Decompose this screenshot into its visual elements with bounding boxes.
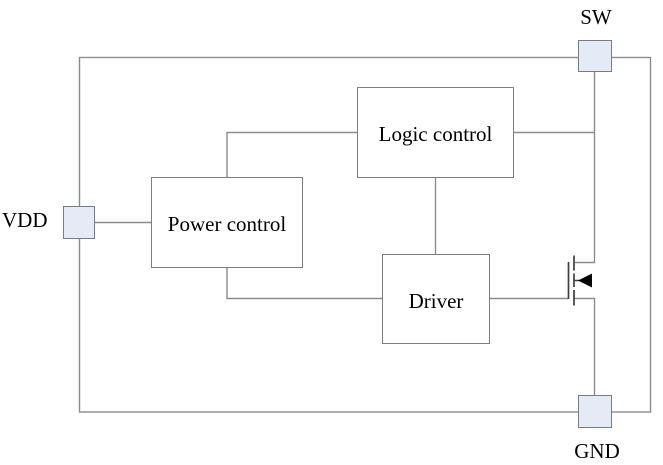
label-gnd: GND — [574, 439, 620, 463]
block-driver-label: Driver — [408, 288, 464, 313]
block-power-control: Power control — [151, 177, 303, 268]
block-driver: Driver — [382, 254, 490, 344]
pad-gnd — [578, 395, 612, 428]
mosfet-body-arrow-icon — [578, 273, 592, 288]
pad-sw — [578, 40, 612, 72]
pad-vdd — [63, 206, 95, 239]
wire-source-to-gnd — [574, 297, 596, 395]
block-logic-control: Logic control — [357, 87, 514, 178]
wire-power-to-logic — [226, 131, 357, 178]
wire-sw-to-drain — [574, 72, 596, 264]
label-vdd: VDD — [2, 208, 48, 232]
wire-power-to-driver — [226, 267, 382, 300]
nmos-mosfet-symbol — [567, 255, 592, 306]
label-sw: SW — [580, 5, 612, 29]
block-power-control-label: Power control — [167, 212, 287, 236]
block-logic-control-label: Logic control — [378, 122, 493, 146]
